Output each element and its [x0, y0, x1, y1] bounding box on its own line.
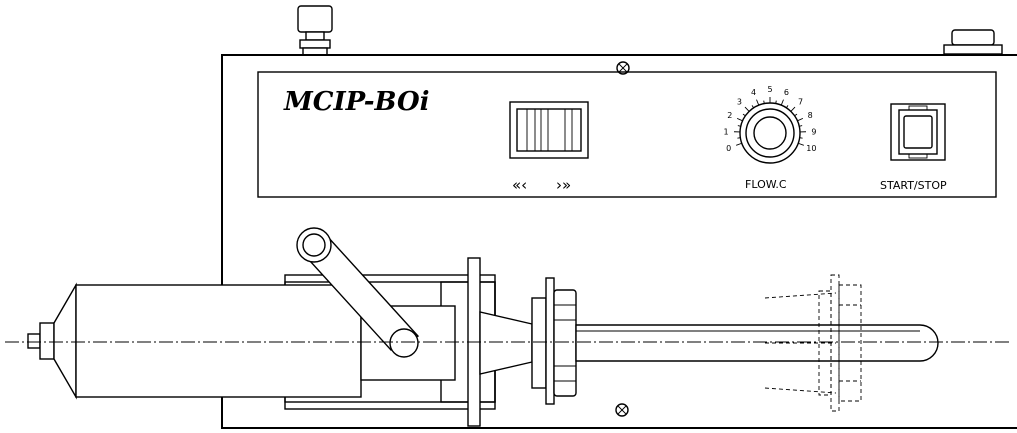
dial-scale-number: 5: [767, 85, 772, 94]
dial-tick: [736, 142, 742, 146]
dial-minor-tick: [737, 125, 741, 127]
switch-left-label: «‹: [512, 176, 527, 194]
dial-scale-number: 8: [808, 111, 813, 120]
flow-dial[interactable]: [739, 102, 801, 164]
dial-scale-number: 9: [811, 127, 816, 136]
dial-scale-number: 10: [806, 144, 816, 153]
top-knob: [297, 5, 333, 56]
nozzle-tip: [27, 282, 77, 400]
housing: [221, 54, 1017, 429]
flow-label: FLOW.C: [745, 178, 787, 191]
dial-minor-tick: [751, 105, 755, 109]
dial-tick: [797, 117, 804, 122]
dial-scale-number: 1: [723, 127, 728, 136]
dial-scale-number: 4: [751, 88, 756, 97]
dial-scale-number: 3: [737, 97, 742, 106]
clamp-lever[interactable]: [296, 227, 420, 358]
dial-minor-tick: [775, 100, 777, 104]
dial-scale: 0 1 234 5 678 9 10: [723, 85, 816, 153]
dial-minor-tick: [763, 100, 765, 104]
dial-tick: [790, 106, 796, 112]
screw-bottom: [615, 403, 629, 417]
taper-adapter: [479, 311, 533, 375]
dial-tick: [798, 142, 804, 146]
plunger-rod: [575, 324, 939, 362]
start-stop-button[interactable]: [890, 103, 946, 161]
dial-tick: [744, 106, 750, 112]
dial-tick: [736, 117, 743, 122]
brand-logo: MCIP-BOi: [283, 87, 430, 117]
dial-scale-number: 7: [798, 97, 803, 106]
dial-minor-tick: [742, 113, 746, 117]
nut-assembly: [531, 277, 577, 405]
dial-scale-number: 6: [784, 88, 789, 97]
dial-scale-number: 0: [726, 144, 731, 153]
alternate-position: [764, 274, 862, 412]
dial-minor-tick: [794, 113, 798, 117]
start-stop-label: START/STOP: [880, 179, 947, 192]
syringe-barrel: [75, 284, 362, 398]
top-connector: [943, 29, 1003, 55]
dial-tick: [780, 99, 784, 106]
dial-tick: [756, 99, 760, 106]
control-panel: MCIP-BOi «‹ ›» 0 1 234 5 678 9 10 FLOW.C: [257, 71, 997, 198]
dial-minor-tick: [785, 105, 789, 109]
switch-right-label: ›»: [556, 176, 571, 194]
dial-minor-tick: [799, 125, 803, 127]
rocker-switch[interactable]: [509, 101, 589, 159]
dial-scale-number: 2: [727, 111, 732, 120]
screw-top: [616, 61, 630, 75]
